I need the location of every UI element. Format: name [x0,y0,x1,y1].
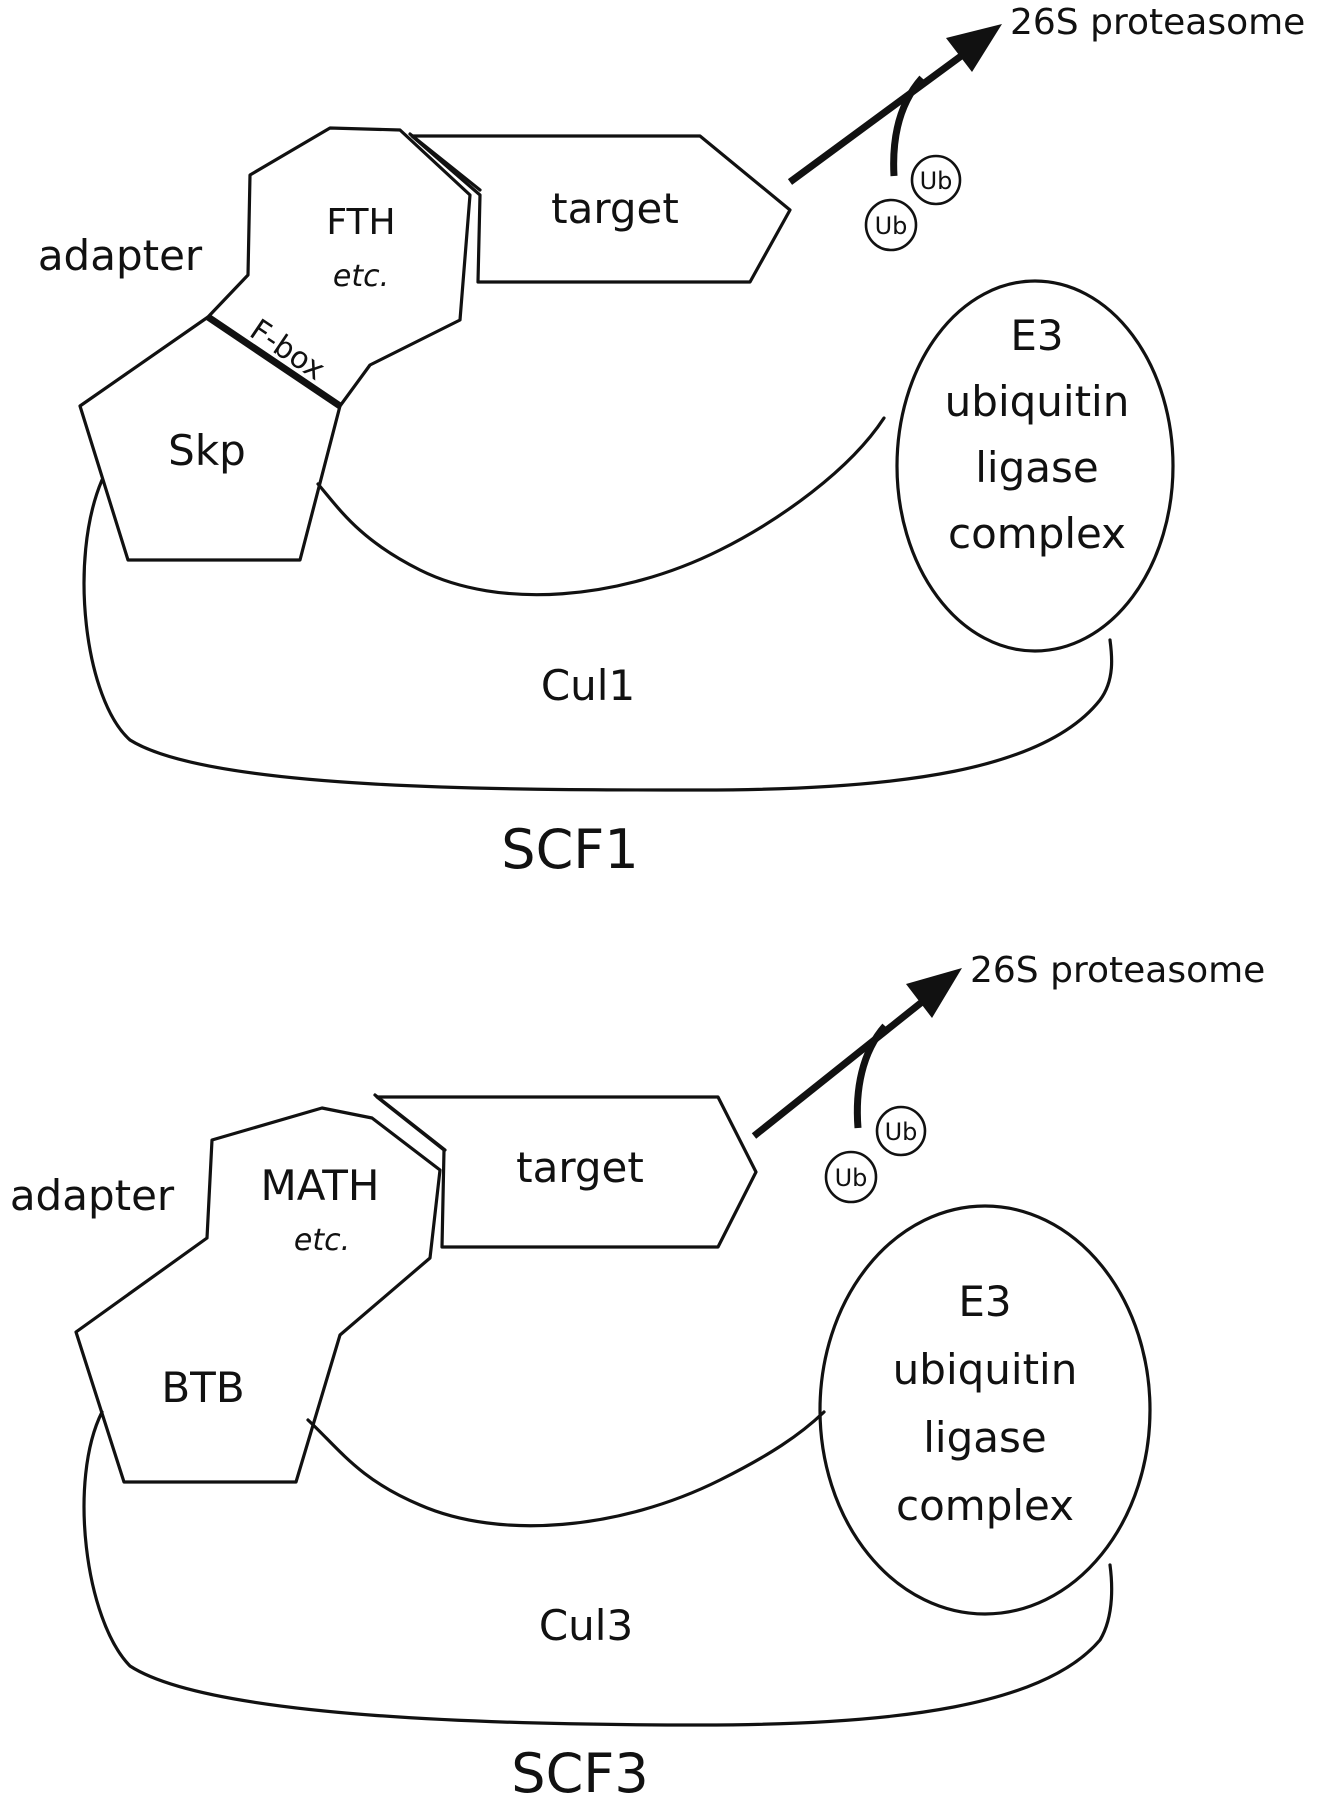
scf3-target-shape [375,1095,758,1249]
scf3-cullin-label: Cul3 [539,1601,633,1650]
scf3-btb-label: BTB [161,1363,244,1412]
scf3-ub-label-1: Ub [885,1118,918,1146]
scf1-skp-label: Skp [168,426,246,475]
scf1-proteasome-label: 26S proteasome [1010,2,1305,43]
scf1-e3-line3: ligase [975,443,1098,492]
scf1-adapter-label: adapter [38,231,203,280]
scf3-e3-line1: E3 [958,1277,1011,1326]
scf3-e3-line2: ubiquitin [893,1345,1078,1394]
scf1-adapter-shape [206,126,472,408]
scf1-fbox-label: F-box [243,313,331,388]
scf3-e3-line3: ligase [923,1413,1046,1462]
scf3-adapter-etc-label: etc. [294,1223,350,1258]
scf1-cullin-label: Cul1 [541,661,635,710]
scf3-proteasome-arrow [751,991,935,1139]
scf3-title: SCF3 [511,1742,648,1800]
scf1-proteasome-arrow [787,45,975,185]
scf1-target-label: target [551,184,679,233]
scf3-adapter-label: adapter [10,1171,175,1220]
scf1-ub-circle-1 [910,154,962,206]
scf1-ub-label-1: Ub [920,167,953,195]
scf3-ub-label-2: Ub [835,1164,868,1192]
scf1-arrowhead [946,24,1002,72]
scf3-arrowhead [906,968,962,1018]
scf3-panel: 26S proteasome Ub Ub target adapter MATH… [10,950,1266,1800]
scf1-ub-connector [890,75,925,177]
scf3-ub-circle-2 [824,1150,878,1204]
scf1-e3-line1: E3 [1010,311,1063,360]
scf3-e3-ellipse [818,1204,1152,1616]
scf3-adapter-shape [74,1106,442,1484]
scf1-ub-circle-2 [864,198,918,252]
scf3-adapter-domain-label: MATH [261,1161,380,1210]
scf3-ub-connector [853,1023,888,1129]
scf1-ub-label-2: Ub [875,212,908,240]
scf1-cullin-shape [82,416,1114,792]
scf1-e3-ellipse [895,279,1175,653]
scf3-cullin-shape [82,1410,1114,1727]
scf1-adapter-domain-label: FTH [326,202,395,243]
scf1-fbox-edge [206,314,342,409]
scf3-target-label: target [516,1143,644,1192]
scf3-proteasome-label: 26S proteasome [970,950,1265,991]
scf1-panel: 26S proteasome Ub Ub target adapter FTH … [38,2,1306,881]
scf1-e3-line2: ubiquitin [945,377,1130,426]
scf1-title: SCF1 [501,818,638,881]
scf1-target-shape [410,134,792,284]
scf3-ub-circle-1 [875,1105,927,1157]
scf1-adapter-etc-label: etc. [333,259,389,294]
scf3-e3-line4: complex [896,1481,1074,1530]
scf1-e3-line4: complex [948,509,1126,558]
